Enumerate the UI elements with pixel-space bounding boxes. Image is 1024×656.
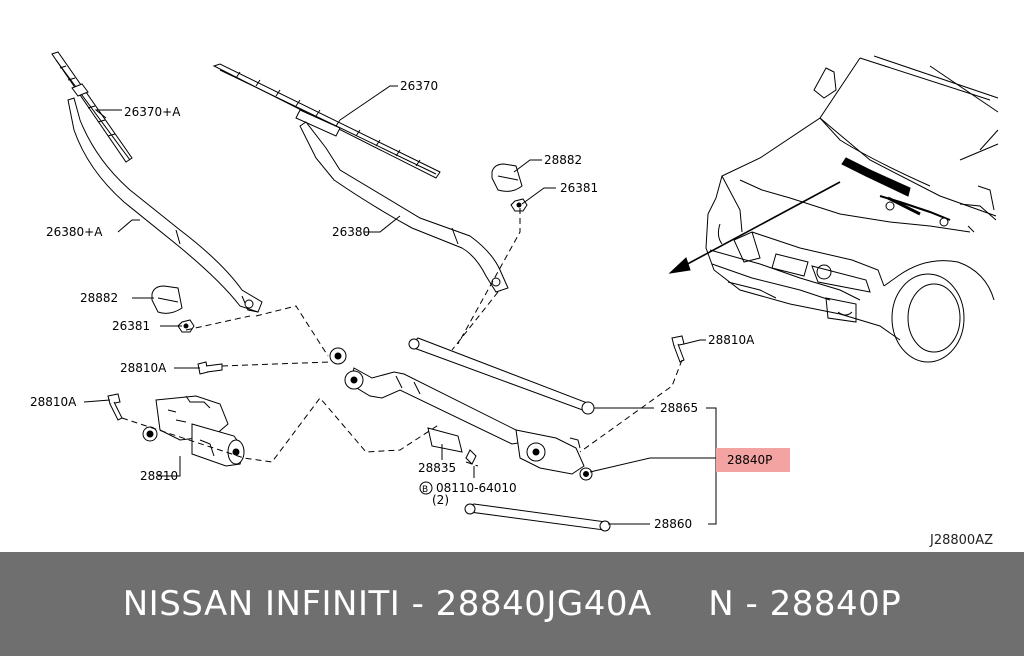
screw-prefix-circle [419,481,433,495]
label-28860: 28860 [654,517,692,531]
label-28865: 28865 [660,401,698,415]
leader-28840p [589,457,716,473]
label-28810a-left: 28810A [30,395,77,409]
label-26380a: 26380+A [46,225,103,239]
part-number-banner: NISSAN INFINITI - 28840JG40A N - 28840P [0,552,1024,656]
label-28810a-mid: 28810A [120,361,167,375]
pivot-cap-left [151,285,183,314]
label-screw-qty: (2) [432,493,449,507]
wiper-arm-left [67,97,263,313]
label-28840p: 28840P [727,453,772,467]
label-28882-left: 28882 [80,291,118,305]
wiper-blade-right [212,63,441,179]
wiper-blade-left [51,51,133,163]
assembly-lines [121,208,683,467]
part-labels: 26370+A 26370 26380+A 26380 28882 26381 … [30,79,993,548]
wiper-motor [142,395,245,467]
vehicle-illustration [668,55,999,363]
highlight-box [716,448,790,472]
label-28835: 28835 [418,461,456,475]
pivot-nut-right [510,198,528,212]
label-26381-left: 26381 [112,319,150,333]
bolt-middle [197,361,223,375]
leader-26381-right [521,187,556,205]
label-26370a: 26370+A [124,105,181,119]
label-28882-right: 28882 [544,153,582,167]
leader-28810a-left [83,399,111,403]
leader-28810 [158,456,181,477]
leader-26370 [339,85,398,121]
bolt-right [671,335,685,363]
exploded-view: 26370+A 26370 26380+A 26380 28882 26381 … [30,51,999,548]
wiper-linkage [329,337,611,532]
banner-text: NISSAN INFINITI - 28840JG40A N - 28840P [122,584,902,624]
label-26380: 26380 [332,225,370,239]
label-28810: 28810 [140,469,178,483]
leader-28882-right [513,159,542,173]
label-screw-prefix: B [422,485,428,495]
leader-26380a-to-arm [117,219,140,233]
label-08110-64010: 08110-64010 [436,481,517,495]
leader-26380 [364,215,401,233]
label-26381-right: 26381 [560,181,598,195]
wiper-arm-right [299,121,509,293]
diagram-code: J28800AZ [929,533,993,548]
leader-26370a [94,109,122,119]
leader-bracket-right [706,407,717,525]
leader-28810a-right [683,339,706,345]
bolt-left [107,393,123,421]
parts-diagram: 26370+A 26370 26380+A 26380 28882 26381 … [30,51,999,548]
label-28810a-right: 28810A [708,333,755,347]
pivot-cap-right [491,163,523,192]
label-26370: 26370 [400,79,438,93]
